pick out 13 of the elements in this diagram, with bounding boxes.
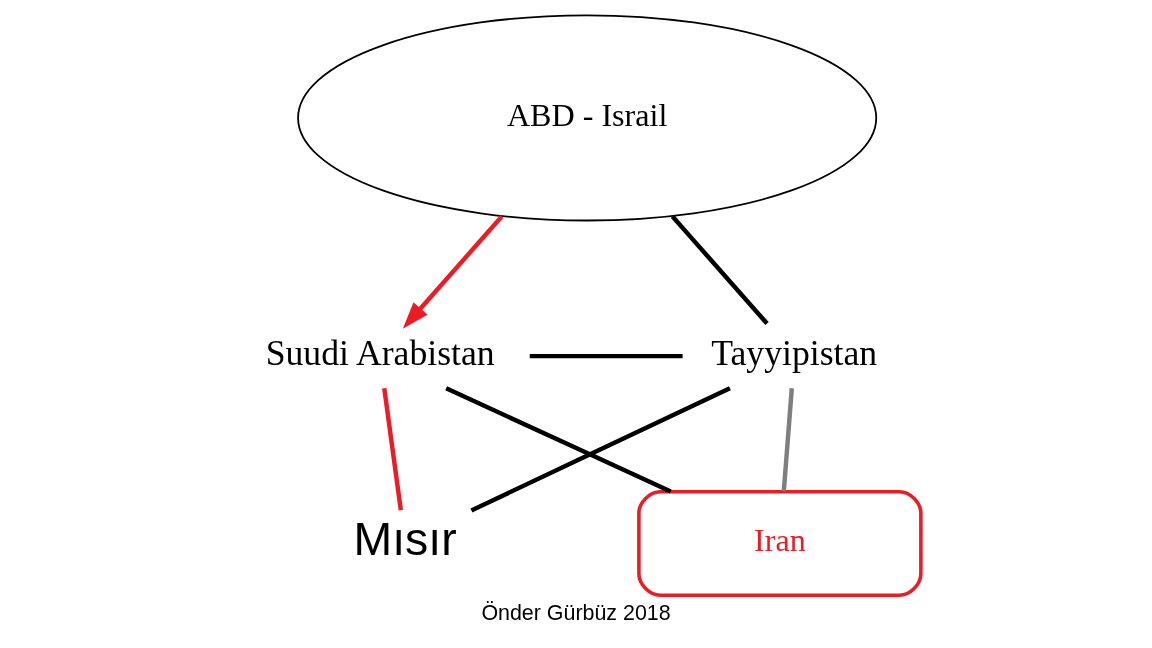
node-box: Iran bbox=[637, 489, 923, 598]
connector bbox=[670, 215, 769, 326]
arrow bbox=[402, 215, 504, 329]
connector bbox=[781, 388, 795, 492]
connector bbox=[445, 386, 672, 494]
node-text: Tayyipistan bbox=[711, 333, 878, 374]
connector bbox=[529, 353, 683, 359]
node-text: Mısır bbox=[353, 512, 457, 565]
caption: Önder Gürbüz 2018 bbox=[481, 600, 671, 625]
node-text: Suudi Arabistan bbox=[265, 333, 495, 374]
connector bbox=[470, 386, 731, 513]
connector bbox=[382, 387, 404, 511]
node-ellipse: ABD - Israil bbox=[297, 14, 878, 222]
